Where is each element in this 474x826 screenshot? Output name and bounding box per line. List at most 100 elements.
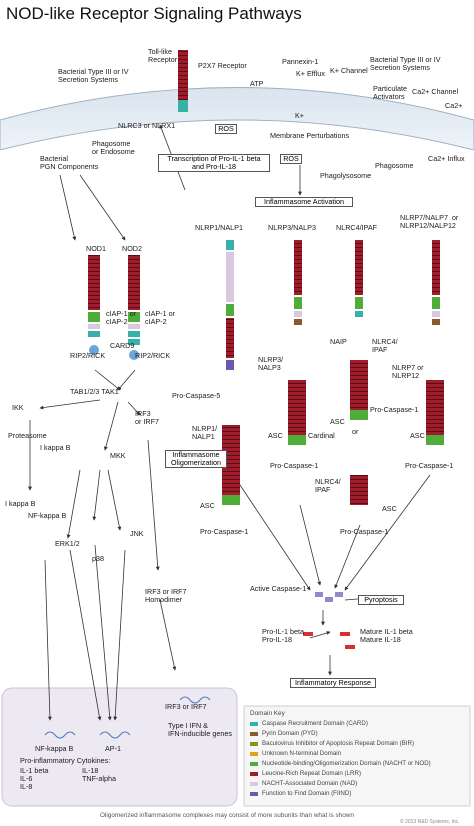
label-or: or [352, 427, 359, 436]
label-active-casp: Active Caspase-1 [250, 584, 307, 593]
label-kplus: K+ [295, 111, 304, 120]
label-asc-5: ASC [410, 431, 425, 440]
label-nlrp3: NLRP3/NALP3 [268, 223, 316, 232]
label-procasp1-b: Pro-Caspase-1 [270, 461, 319, 470]
footer-note: Oligomerized inflammasome complexes may … [100, 812, 354, 819]
label-membrane-pert: Membrane Perturbations [270, 131, 350, 140]
label-p2x7: P2X7 Receptor [198, 61, 247, 70]
key-nacht: Nucleotide-binding/Oligomerization Domai… [262, 760, 431, 767]
label-nlrp1-b: NLRP1/ NALP1 [192, 424, 218, 441]
label-bact-right: Bacterial Type III or IV Secretion Syste… [370, 55, 441, 72]
label-atp: ATP [250, 79, 264, 88]
nlrp7-oligomer [426, 380, 444, 445]
label-ciap-2: cIAP-1 or cIAP-2 [145, 309, 175, 326]
label-pannexin: Pannexin-1 [282, 57, 319, 66]
nucleus [1, 687, 238, 807]
label-proteasome: Proteasome [8, 431, 47, 440]
label-nod2: NOD2 [122, 244, 142, 253]
label-nod1: NOD1 [86, 244, 106, 253]
label-tlr: Toll-like Receptor [148, 47, 178, 64]
label-nlrp1: NLRP1/NALP1 [195, 223, 243, 232]
cell-membrane [0, 87, 474, 151]
key-lrr: Leucine-Rich Repeat Domain (LRR) [262, 770, 362, 777]
box-inflam-olig: Inflammasome Oligomerization [165, 450, 227, 468]
label-procasp1-d: Pro-Caspase-1 [340, 527, 389, 536]
label-ca-top: Ca2+ [445, 101, 463, 110]
label-naip: NAIP [330, 337, 347, 346]
box-ros-1: ROS [215, 124, 237, 134]
page-title: NOD-like Receptor Signaling Pathways [6, 4, 302, 23]
key-title: Domain Key [250, 710, 285, 717]
label-ciap-1: cIAP-1 or cIAP-2 [106, 309, 136, 326]
key-nad: NACHT-Associated Domain (NAD) [262, 780, 358, 787]
box-ros-2: ROS [280, 154, 302, 164]
label-procasp1-c: Pro-Caspase-1 [370, 405, 419, 414]
nlrp3-protein [294, 240, 302, 325]
nlrp1-protein [226, 240, 234, 370]
label-procasp1-a: Pro-Caspase-1 [200, 527, 249, 536]
label-nlrp3-b: NLRP3/ NALP3 [258, 355, 284, 372]
label-mkk: MKK [110, 451, 126, 460]
label-pro-casp5: Pro-Caspase-5 [172, 391, 221, 400]
label-nlrp7: NLRP7/NALP7 or NLRP12/NALP12 [400, 213, 459, 230]
label-phagosome: Phagosome [375, 161, 414, 170]
label-phagolysosome: Phagolysosome [320, 171, 372, 180]
label-cytokines-col2: IL-18 TNF-alpha [82, 766, 116, 783]
nod1-protein [88, 255, 100, 337]
label-mature-il: Mature IL-1 beta Mature IL-18 [360, 627, 413, 644]
label-asc-2: ASC [268, 431, 283, 440]
label-asc-3: ASC [330, 417, 345, 426]
active-caspase-symbols [315, 592, 343, 602]
label-nlrc4: NLRC4/IPAF [336, 223, 378, 232]
label-phagosome-endo: Phagosome or Endosome [92, 139, 135, 156]
key-fiind: Function to Find Domain (FIIND) [262, 790, 352, 797]
label-tab: TAB1/2/3 TAK1 [70, 387, 119, 396]
nlrp1-oligomer [222, 425, 240, 505]
label-nlrc3: NLRC3 or NLRX1 [118, 121, 176, 130]
label-ca-channel: Ca2+ Channel [412, 87, 459, 96]
label-k-channel: K+ Channel [330, 66, 368, 75]
key-unknown: Unknown N-terminal Domain [262, 750, 342, 757]
label-asc-1: ASC [200, 501, 215, 510]
label-nfkb-bottom: NF-kappa B [35, 744, 74, 753]
label-rip2-2: RIP2/RICK [135, 351, 171, 360]
copyright: © 2013 R&D Systems, Inc. [400, 819, 460, 825]
label-rip2-1: RIP2/RICK [70, 351, 106, 360]
nlrc4-oligomer [350, 360, 368, 505]
label-cardinal: Cardinal [308, 431, 335, 440]
box-inflammasome-activation: Inflammasome Activation [255, 197, 353, 207]
label-jnk: JNK [130, 529, 144, 538]
label-irf3-b: IRF3 or IRF7 [165, 702, 207, 711]
tlr-protein [178, 50, 188, 112]
label-type1-ifn: Type I IFN & IFN-inducible genes [168, 721, 232, 738]
label-ap1: AP-1 [105, 744, 121, 753]
label-nlrp7-b: NLRP7 or NLRP12 [392, 363, 424, 380]
dna-helices [44, 696, 211, 739]
label-cytokines-col1: IL-1 beta IL-6 IL-8 [20, 766, 49, 791]
label-asc-4: ASC [382, 504, 397, 513]
key-bir: Baculovirus Inhibitor of Apoptosis Repea… [262, 740, 415, 747]
key-card: Caspase Recruitment Domain (CARD) [262, 720, 368, 727]
nod2-protein [128, 255, 140, 345]
label-k-efflux: K+ Efflux [296, 69, 325, 78]
label-pro-il: Pro-IL-1 beta Pro-IL-18 [262, 627, 304, 644]
label-bact-left: Bacterial Type III or IV Secretion Syste… [58, 67, 129, 84]
label-p38: p38 [92, 554, 104, 563]
nlrp7-protein [432, 240, 440, 325]
label-particulate: Particulate Activators [373, 84, 407, 101]
label-erk: ERK1/2 [55, 539, 80, 548]
label-cytokines-title: Pro-inflammatory Cytokines: [20, 756, 111, 765]
label-procasp1-e: Pro-Caspase-1 [405, 461, 454, 470]
label-nfkb-mid: NF-kappa B [28, 511, 67, 520]
box-inflam-response: Inflammatory Response [290, 678, 376, 688]
label-bact-pgn: Bacterial PGN Components [40, 154, 99, 171]
label-ikk: IKK [12, 403, 24, 412]
il-products [303, 632, 355, 649]
box-transcription: Transcription of Pro-IL-1 beta and Pro-I… [158, 154, 270, 172]
label-nlrc4-c: NLRC4/ IPAF [315, 477, 341, 494]
key-pyd: Pyrin Domain (PYD) [262, 730, 318, 737]
nlrp3-oligomer [288, 380, 306, 445]
nlrc4-protein [355, 240, 363, 317]
